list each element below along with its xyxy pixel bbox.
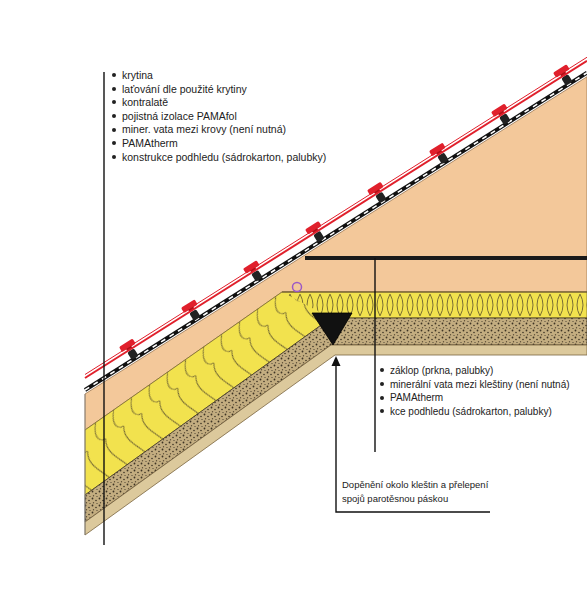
bullet-dot [380, 409, 384, 413]
bolt-symbol [293, 283, 302, 292]
label-text: laťování dle použité krytiny [122, 83, 247, 95]
layer-label: kce podhledu (sádrokarton, palubky) [380, 405, 552, 419]
leader-line [374, 258, 375, 452]
pamafol-membrane [85, 73, 587, 390]
bullet-dot [380, 368, 384, 372]
layer-label: pojistná izolace PAMAfol [112, 110, 237, 124]
bullet-dot [112, 100, 116, 104]
bullet-dot [112, 73, 116, 77]
layer-label: PAMAtherm [112, 137, 178, 151]
label-text: minerální vata mezi kleštiny (není nutná… [390, 379, 570, 390]
pamafol-membrane [85, 73, 587, 390]
label-text: záklop (prkna, palubky) [390, 365, 493, 376]
leader-line [103, 72, 104, 545]
mineral-wool-texture [85, 292, 331, 495]
roofing-line [85, 61, 587, 378]
label-text: krytina [122, 69, 153, 81]
label-text: Dopěnění okolo kleštin a přelepení spojů… [342, 479, 488, 504]
layer-label: záklop (prkna, palubky) [380, 364, 493, 378]
layer-label: kontralatě [112, 96, 168, 110]
bullet-dot [112, 141, 116, 145]
layer-label: PAMAtherm [380, 391, 443, 405]
arrow-head [332, 356, 341, 366]
bullet-dot [112, 128, 116, 132]
bullet-dot [112, 155, 116, 159]
layer-label: krytina [112, 69, 153, 83]
cut-edge [85, 394, 86, 535]
label-text: miner. vata mezi krovy (není nutná) [122, 123, 286, 135]
layer-label: miner. vata mezi krovy (není nutná) [112, 123, 286, 137]
roofing-line [85, 57, 587, 374]
bullet-dot [380, 382, 384, 386]
boarding [305, 256, 587, 260]
ceiling-boards [85, 345, 587, 535]
label-text: pojistná izolace PAMAfol [122, 110, 237, 122]
layer-label: konstrukce podhledu (sádrokarton, palubk… [112, 151, 326, 165]
label-text: konstrukce podhledu (sádrokarton, palubk… [122, 151, 326, 163]
label-text: kontralatě [122, 96, 168, 108]
layer-label: minerální vata mezi kleštiny (není nutná… [380, 378, 570, 392]
layer-label: Dopěnění okolo kleštin a přelepení spojů… [342, 478, 502, 506]
label-text: kce podhledu (sádrokarton, palubky) [390, 406, 552, 417]
label-text: PAMAtherm [390, 392, 443, 403]
label-text: PAMAtherm [122, 137, 178, 149]
bullet-dot [112, 114, 116, 118]
layer-label: laťování dle použité krytiny [112, 83, 247, 97]
foam-fill [312, 313, 352, 345]
bullet-dot [112, 87, 116, 91]
collar-edge [282, 292, 587, 293]
bullet-dot [380, 396, 384, 400]
